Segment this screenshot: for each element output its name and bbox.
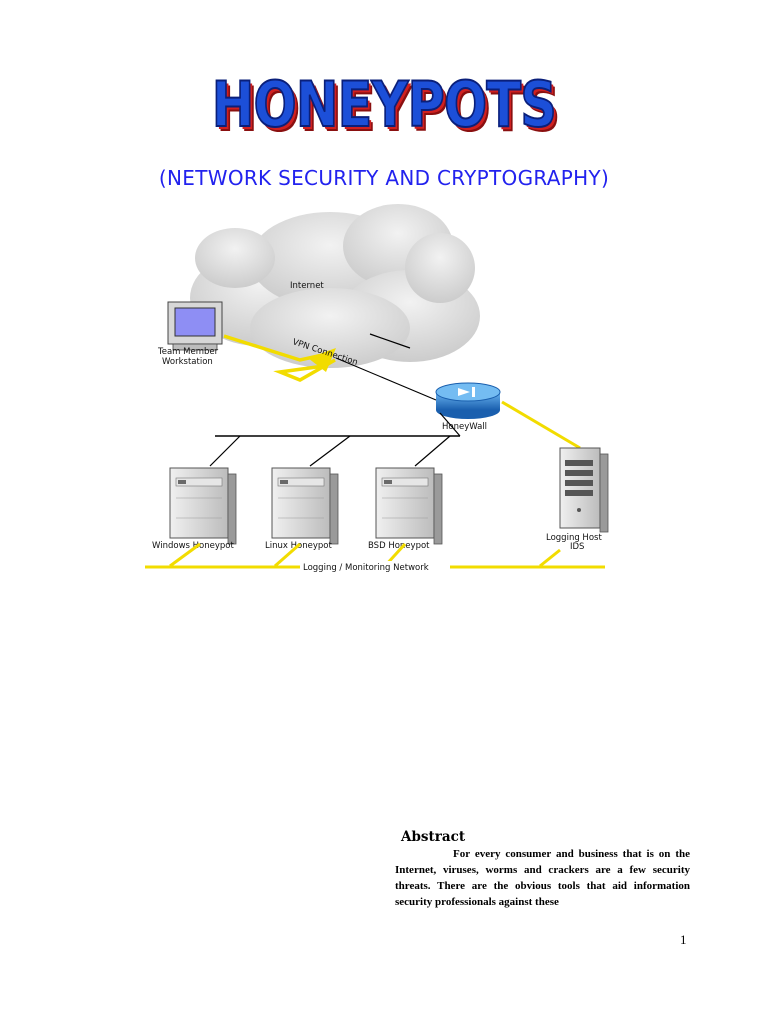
vpn-bolt xyxy=(308,348,336,372)
network-label: Logging / Monitoring Network xyxy=(303,563,429,573)
network-diagram: Internet Team Member Workstation VPN Con… xyxy=(140,198,620,578)
internet-cloud xyxy=(190,204,480,368)
network-label-bg xyxy=(300,561,450,573)
workstation-label-1: Team Member xyxy=(157,347,219,357)
honeypot-label-bsd: BSD Honeypot xyxy=(368,541,430,551)
workstation-label-2: Workstation xyxy=(162,357,213,367)
lan-drop-2 xyxy=(309,435,351,467)
windows-honeypot-icon xyxy=(169,467,237,545)
router-lan-link xyxy=(439,412,461,437)
logging-host-icon xyxy=(559,447,609,533)
logging-drop-1 xyxy=(169,542,201,568)
router-logging-link xyxy=(501,400,581,450)
page-number: 1 xyxy=(680,932,687,947)
logging-host-label-2: IDS xyxy=(570,542,584,552)
title-block: HONEYPOTS xyxy=(0,60,768,150)
bsd-honeypot-icon xyxy=(375,467,443,545)
cloud-link xyxy=(369,333,411,349)
cloud-label: Internet xyxy=(290,281,324,291)
lan-drop-3 xyxy=(414,435,451,467)
logging-host-label-1: Logging Host xyxy=(546,533,602,543)
linux-honeypot-icon xyxy=(271,467,339,545)
abstract-section: Abstract For every consumer and business… xyxy=(395,829,690,910)
abstract-heading: Abstract xyxy=(401,829,466,845)
abstract-body: For every consumer and business that is … xyxy=(395,848,690,908)
honeywall-label: HoneyWall xyxy=(442,422,487,432)
document-subtitle: (NETWORK SECURITY AND CRYPTOGRAPHY) xyxy=(158,166,610,190)
document-title: HONEYPOTS xyxy=(211,67,558,142)
logging-drop-2 xyxy=(274,542,301,568)
logging-drop-4 xyxy=(539,548,561,568)
vpn-line xyxy=(335,357,437,401)
workstation-icon xyxy=(167,301,223,351)
honeypot-label-windows: Windows Honeypot xyxy=(152,541,234,551)
honeywall-router-icon xyxy=(435,382,501,419)
lan-drop-1 xyxy=(209,435,241,467)
